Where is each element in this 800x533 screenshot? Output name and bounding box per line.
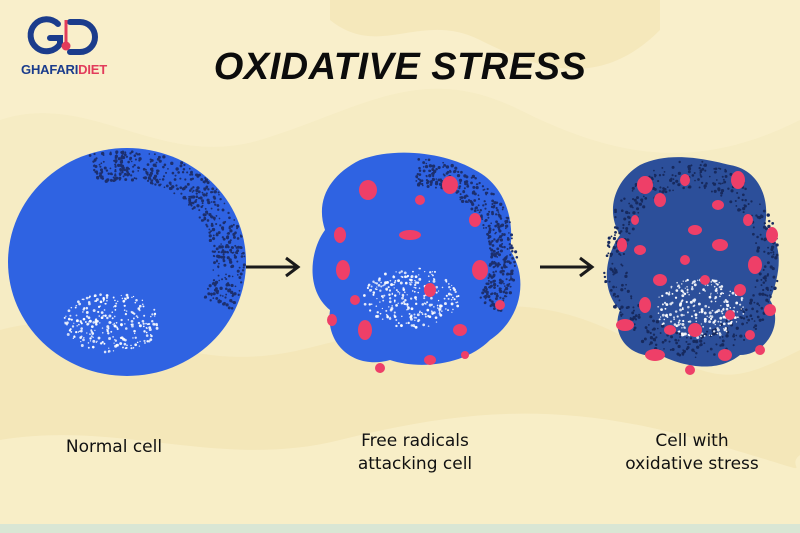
right-arrow-icon <box>246 256 301 278</box>
free-radical <box>688 323 702 337</box>
caption-stressed-cell: Cell with oxidative stress <box>582 430 800 476</box>
nucleus <box>63 293 159 354</box>
free-radical <box>639 297 651 313</box>
free-radical <box>685 365 695 375</box>
membrane-speckle <box>88 150 246 310</box>
free-radical <box>415 195 425 205</box>
free-radical <box>654 193 666 207</box>
free-radical <box>637 176 653 194</box>
nucleus <box>363 267 460 329</box>
free-radical <box>680 174 690 186</box>
logo-wordmark: GHAFARIDIET <box>14 62 114 77</box>
brand-logo[interactable]: GHAFARIDIET <box>14 14 114 80</box>
free-radical <box>334 227 346 243</box>
attacked-cell-illustration <box>312 152 521 373</box>
free-radical <box>755 345 765 355</box>
free-radical <box>358 320 372 340</box>
free-radical <box>700 275 710 285</box>
cell-body <box>8 148 246 376</box>
free-radical <box>731 171 745 189</box>
free-radical <box>453 324 467 336</box>
free-radical <box>680 255 690 265</box>
free-radical <box>745 330 755 340</box>
free-radical <box>688 225 702 235</box>
free-radicals <box>616 171 778 375</box>
free-radical <box>336 260 350 280</box>
caption-attacked-cell: Free radicals attacking cell <box>305 430 525 476</box>
free-radical <box>664 325 676 335</box>
free-radical <box>725 310 735 320</box>
free-radical <box>424 355 436 365</box>
free-radical <box>616 319 634 331</box>
free-radical <box>743 214 753 226</box>
logo-text-diet: DIET <box>78 62 107 77</box>
right-arrow-icon <box>540 256 595 278</box>
free-radical <box>764 304 776 316</box>
free-radical <box>469 213 481 227</box>
caption-line: Normal cell <box>65 437 163 457</box>
free-radical <box>442 176 458 194</box>
free-radical <box>653 274 667 286</box>
free-radical <box>748 256 762 274</box>
free-radical <box>375 363 385 373</box>
normal-cell-illustration <box>8 148 246 376</box>
free-radical <box>712 200 724 210</box>
page-title: OXIDATIVE STRESS <box>213 46 587 88</box>
cell-body <box>312 152 521 365</box>
logo-text-ghafari: GHAFARI <box>21 62 79 77</box>
free-radical <box>495 300 505 310</box>
caption-line: attacking cell <box>357 454 473 474</box>
free-radical <box>359 180 377 200</box>
caption-line: oxidative stress <box>625 454 759 474</box>
free-radical <box>718 349 732 361</box>
free-radical <box>645 349 665 361</box>
free-radical <box>617 238 627 252</box>
gd-monogram-icon <box>27 16 98 55</box>
free-radical <box>631 215 639 225</box>
caption-line: Free radicals <box>361 431 469 451</box>
free-radical <box>472 260 488 280</box>
cell-body <box>606 157 779 367</box>
free-radical <box>327 314 337 326</box>
stressed-cell-illustration <box>603 157 779 375</box>
free-radical <box>350 295 360 305</box>
caption-line: Cell with <box>655 431 729 451</box>
free-radical <box>399 230 421 240</box>
free-radical <box>766 227 778 243</box>
free-radicals <box>327 176 505 373</box>
free-radical <box>634 245 646 255</box>
free-radical <box>712 239 728 251</box>
free-radical <box>424 283 436 297</box>
caption-normal-cell: Normal cell <box>4 436 224 459</box>
free-radical <box>734 284 746 296</box>
free-radical <box>461 351 469 359</box>
